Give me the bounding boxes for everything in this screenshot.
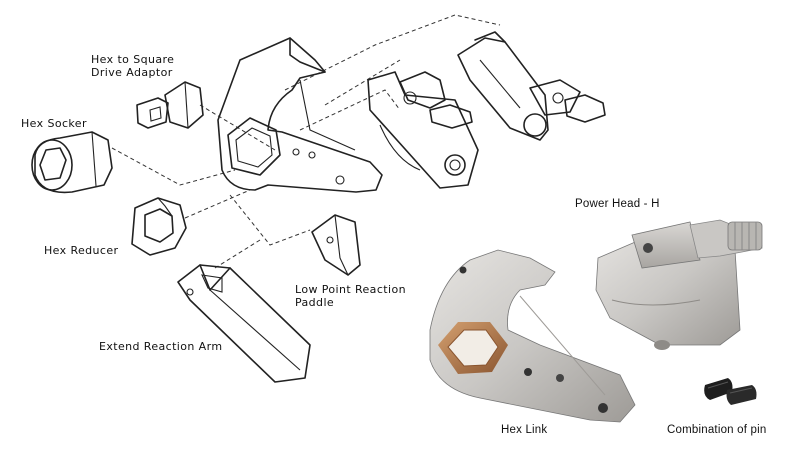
label-combination-of-pin: Combination of pin xyxy=(667,424,767,436)
hex-to-square-adaptor xyxy=(136,81,204,129)
extend-reaction-arm xyxy=(177,264,311,383)
hex-reducer xyxy=(131,197,187,256)
label-extend-reaction-arm: Extend Reaction Arm xyxy=(99,340,223,353)
label-hex-to-square-text: Hex to Square Drive Adaptor xyxy=(91,53,175,79)
hex-link-photo xyxy=(429,249,636,423)
label-low-point-reaction-paddle: Low Point Reaction Paddle xyxy=(295,283,406,309)
power-head-photo xyxy=(595,219,763,350)
low-point-reaction-paddle xyxy=(311,214,361,276)
label-low-point-text: Low Point Reaction Paddle xyxy=(295,283,406,309)
combination-pin-photo xyxy=(704,378,757,405)
alignment-lines xyxy=(111,14,501,269)
power-head-exploded-1 xyxy=(367,71,479,189)
label-hex-link: Hex Link xyxy=(501,424,548,436)
power-head-exploded-2 xyxy=(457,31,606,141)
hex-link-outline xyxy=(217,37,383,193)
label-hex-to-square-adaptor: Hex to Square Drive Adaptor xyxy=(91,53,174,79)
label-hex-socket: Hex Socker xyxy=(21,117,87,130)
hex-socket xyxy=(31,131,113,194)
label-power-head-h: Power Head - H xyxy=(575,198,660,210)
label-hex-reducer: Hex Reducer xyxy=(44,244,119,257)
